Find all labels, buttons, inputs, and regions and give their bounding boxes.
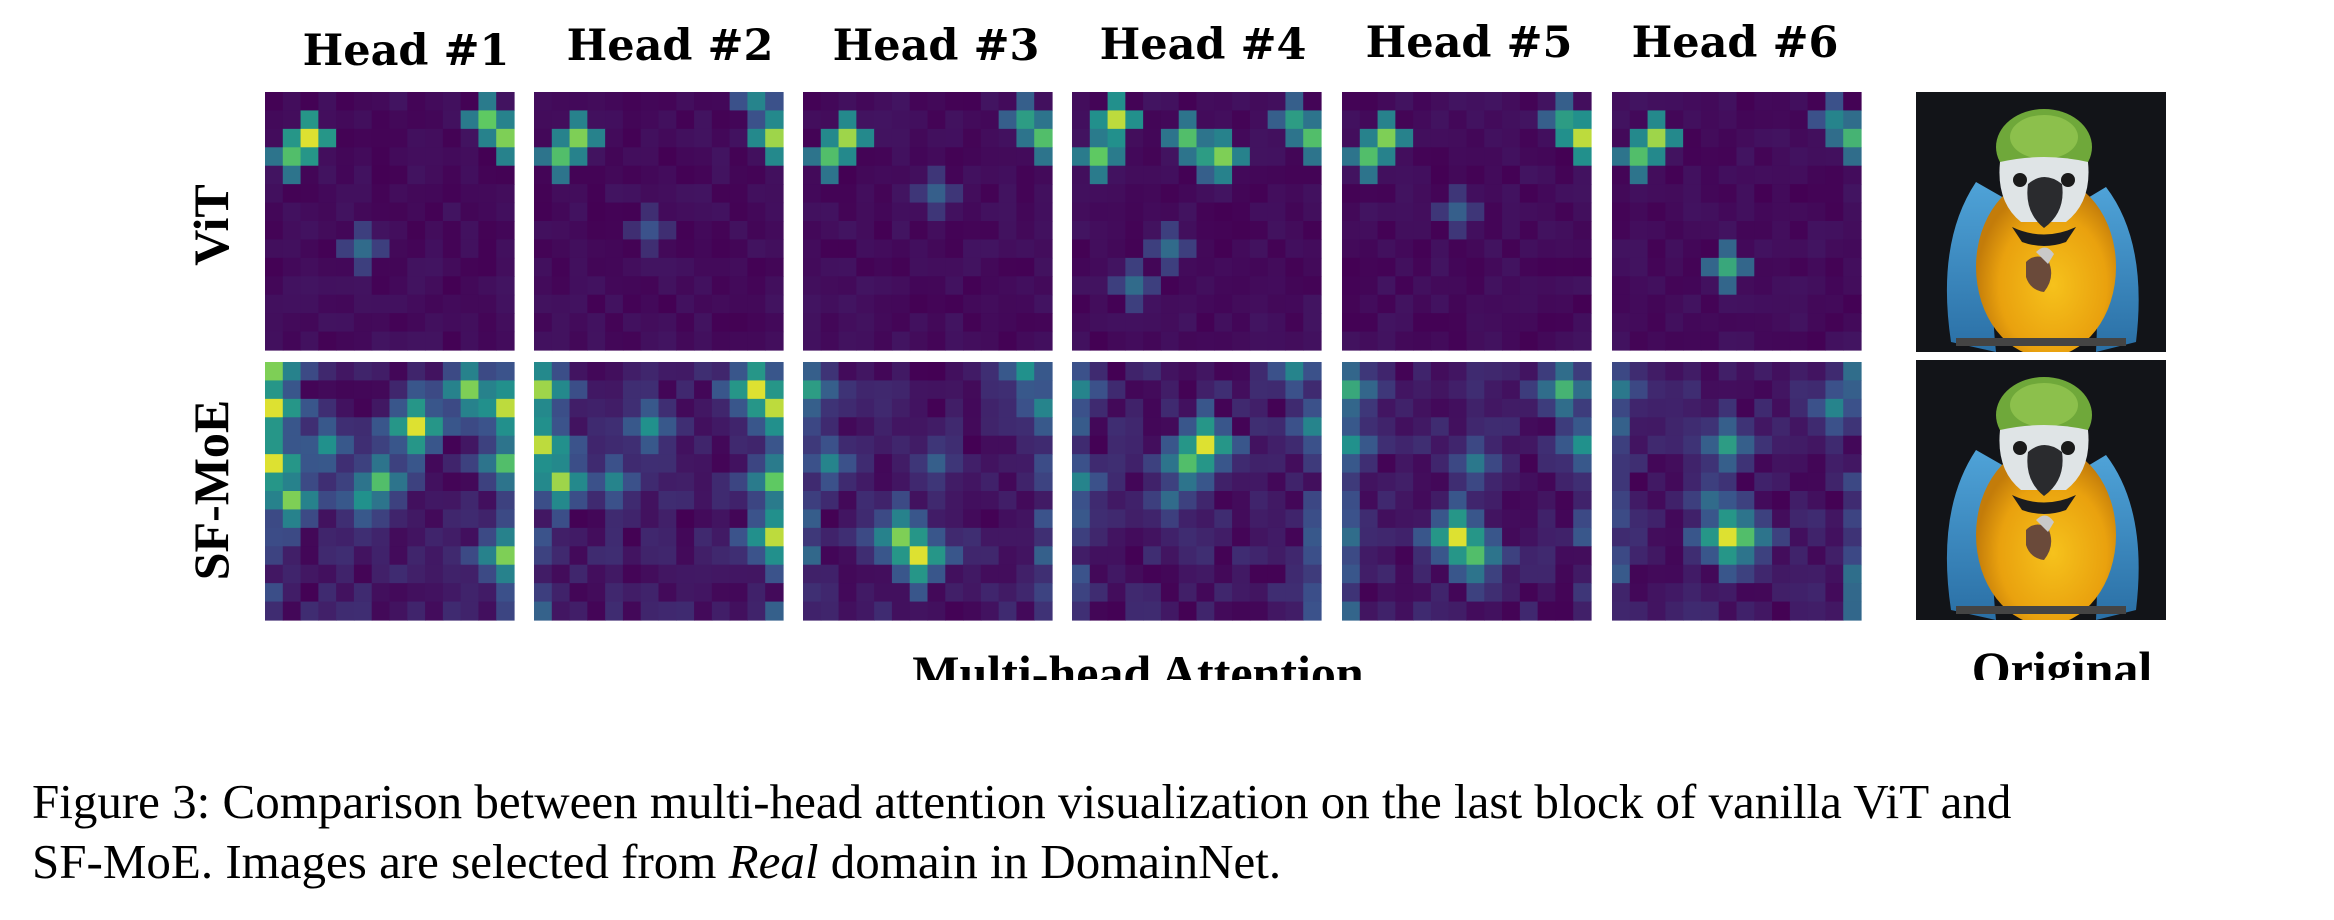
heatmap-sfmoe-head-4 bbox=[1072, 362, 1322, 621]
attention-figure: Head #1 Head #2 Head #3 Head #4 Head #5 … bbox=[183, 18, 2166, 680]
row-label-vit: ViT bbox=[183, 184, 239, 266]
head-label-6: Head #6 bbox=[1632, 18, 1839, 68]
caption-line-2-pre: SF-MoE. Images are selected from bbox=[32, 834, 729, 889]
head-label-4: Head #4 bbox=[1100, 20, 1307, 70]
caption-line-1: Figure 3: Comparison between multi-head … bbox=[32, 774, 2012, 829]
head-labels: Head #1 Head #2 Head #3 Head #4 Head #5 … bbox=[303, 18, 1839, 76]
heatmap-vit-head-2 bbox=[534, 92, 784, 351]
original-image-sfmoe bbox=[1916, 360, 2166, 620]
head-label-1: Head #1 bbox=[303, 26, 510, 76]
attention-heatmaps bbox=[265, 92, 1862, 621]
row-label-sfmoe: SF-MoE bbox=[183, 400, 239, 581]
head-label-5: Head #5 bbox=[1366, 18, 1573, 68]
original-image-vit bbox=[1916, 92, 2166, 352]
heatmap-sfmoe-head-1 bbox=[265, 362, 515, 621]
caption-emphasis: Real bbox=[728, 834, 819, 889]
caption-line-2-post: domain in DomainNet. bbox=[818, 834, 1282, 889]
heatmap-vit-head-4 bbox=[1072, 92, 1322, 351]
x-axis-label: Multi-head Attention bbox=[912, 645, 1364, 680]
original-label: Original bbox=[1972, 641, 2153, 680]
heatmap-sfmoe-head-5 bbox=[1342, 362, 1592, 621]
head-label-2: Head #2 bbox=[567, 21, 774, 71]
heatmap-vit-head-6 bbox=[1612, 92, 1862, 351]
heatmap-vit-head-5 bbox=[1342, 92, 1592, 351]
heatmap-sfmoe-head-3 bbox=[803, 362, 1053, 621]
heatmap-vit-head-1 bbox=[265, 92, 515, 351]
heatmap-vit-head-3 bbox=[803, 92, 1053, 351]
figure-caption: Figure 3: Comparison between multi-head … bbox=[32, 772, 2322, 892]
head-label-3: Head #3 bbox=[833, 21, 1040, 71]
heatmap-sfmoe-head-2 bbox=[534, 362, 784, 621]
heatmap-sfmoe-head-6 bbox=[1612, 362, 1862, 621]
caption-line-2: SF-MoE. Images are selected from Real do… bbox=[32, 832, 2322, 892]
